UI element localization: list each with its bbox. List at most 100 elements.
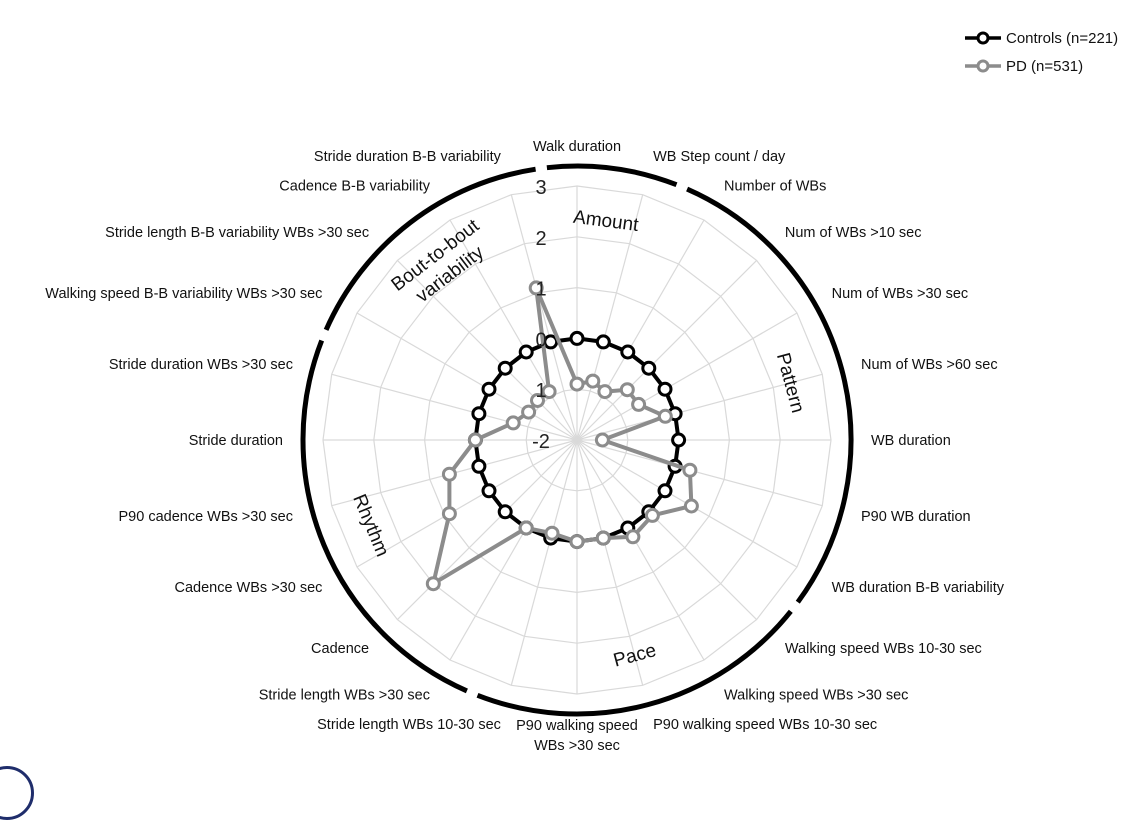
legend-swatch-controls: [965, 31, 1001, 45]
point-1-9: [644, 507, 660, 523]
point-0-4: [657, 381, 673, 397]
legend-item-pd: PD (n=531): [964, 52, 1118, 80]
tick-label-0: -2: [532, 431, 550, 453]
point-1-3: [619, 382, 635, 398]
tick-label-4: 2: [535, 228, 546, 250]
legend-item-controls: Controls (n=221): [964, 24, 1118, 52]
tick-labels: -2 1 0 1 2 3: [532, 177, 550, 453]
category-label-13: Stride length WBs 10-30 sec: [317, 717, 501, 733]
point-1-12: [569, 534, 585, 550]
grid-spoke-7: [576, 439, 823, 507]
category-label-19: Stride duration WBs >30 sec: [109, 357, 293, 373]
grid-spoke-4: [576, 312, 798, 441]
point-1-21: [530, 393, 545, 408]
point-1-2: [597, 384, 613, 400]
group-arc-3: [300, 339, 468, 694]
grid-spoke-3: [576, 259, 758, 441]
point-0-22: [518, 344, 534, 360]
category-label-7: P90 WB duration: [861, 509, 971, 525]
category-label-8: WB duration B-B variability: [832, 580, 1005, 596]
category-label-2: Number of WBs: [724, 178, 826, 194]
category-label-4: Num of WBs >30 sec: [832, 286, 969, 302]
legend-label-pd: PD (n=531): [1006, 57, 1084, 75]
grid-spoke-1: [576, 194, 644, 441]
point-1-4: [631, 396, 647, 412]
group-arcs: [300, 163, 854, 717]
grid-spoke-2: [576, 219, 705, 441]
group-arc-0: [546, 163, 678, 188]
point-1-5: [657, 408, 673, 424]
tick-label-3: 1: [535, 279, 546, 301]
category-label-20: Walking speed B-B variability WBs >30 se…: [45, 286, 322, 302]
legend-swatch-pd: [965, 59, 1001, 73]
category-label-9: Walking speed WBs 10-30 sec: [785, 641, 982, 657]
group-arc-2: [476, 609, 793, 717]
point-1-1: [585, 373, 601, 389]
point-1-20: [521, 404, 537, 420]
grid-spoke-11: [576, 439, 644, 686]
grid-spoke-21: [396, 259, 578, 441]
group-arc-1: [686, 186, 854, 604]
point-0-2: [620, 344, 636, 360]
point-0-16: [481, 483, 497, 499]
category-label-16: Cadence WBs >30 sec: [174, 580, 322, 596]
point-0-1: [595, 334, 611, 350]
category-label-5: Num of WBs >60 sec: [861, 357, 998, 373]
point-0-17: [471, 458, 487, 474]
group-label-2: Pace: [611, 640, 658, 671]
grid-spoke-15: [396, 439, 578, 621]
point-1-10: [625, 529, 641, 545]
category-label-21: Stride length B-B variability WBs >30 se…: [105, 225, 369, 241]
point-1-13: [544, 525, 560, 541]
category-label-14: Stride length WBs >30 sec: [259, 688, 430, 704]
point-1-17: [441, 466, 457, 482]
point-0-6: [671, 432, 687, 448]
point-0-8: [657, 483, 673, 499]
category-label-23: Stride duration B-B variability: [314, 149, 502, 165]
tick-label-2: 0: [535, 329, 546, 351]
point-0-19: [471, 406, 487, 422]
point-1-6: [594, 432, 610, 448]
point-1-7: [682, 462, 698, 478]
category-label-6: WB duration: [871, 433, 951, 449]
tick-label-1: 1: [535, 380, 546, 402]
point-1-23: [528, 280, 544, 296]
category-label-0: Walk duration: [533, 139, 621, 155]
tick-label-5: 3: [535, 177, 546, 199]
point-1-15: [425, 576, 441, 592]
radar-grid: [322, 185, 832, 695]
grid-spoke-16: [356, 439, 578, 568]
grid-spoke-20: [356, 312, 578, 441]
category-label-1: WB Step count / day: [653, 149, 786, 165]
point-0-20: [481, 381, 497, 397]
category-label-17: P90 cadence WBs >30 sec: [118, 509, 293, 525]
point-1-8: [683, 498, 699, 514]
point-1-16: [441, 506, 457, 522]
point-0-15: [497, 504, 513, 520]
group-label-3: Rhythm: [348, 491, 392, 560]
category-label-22: Cadence B-B variability: [279, 178, 430, 194]
point-1-0: [569, 376, 585, 392]
legend: Controls (n=221) PD (n=531): [964, 24, 1118, 80]
point-1-19: [505, 415, 521, 431]
point-1-18: [467, 432, 483, 448]
category-label-10: Walking speed WBs >30 sec: [724, 688, 908, 704]
category-label-11: P90 walking speed WBs 10-30 sec: [653, 717, 877, 733]
point-1-11: [595, 530, 611, 546]
group-arc-4: [323, 166, 536, 331]
series-lines: [425, 280, 699, 592]
grid-spoke-9: [576, 439, 758, 621]
category-label-3: Num of WBs >10 sec: [785, 225, 922, 241]
group-label-1: Pattern: [772, 351, 808, 416]
grid-spoke-23: [510, 194, 578, 441]
grid-spoke-22: [449, 219, 578, 441]
grid-spoke-14: [449, 439, 578, 661]
grid-spoke-10: [576, 439, 705, 661]
point-0-3: [641, 360, 657, 376]
point-0-21: [497, 360, 513, 376]
point-0-0: [569, 330, 585, 346]
grid-spoke-5: [576, 373, 823, 441]
